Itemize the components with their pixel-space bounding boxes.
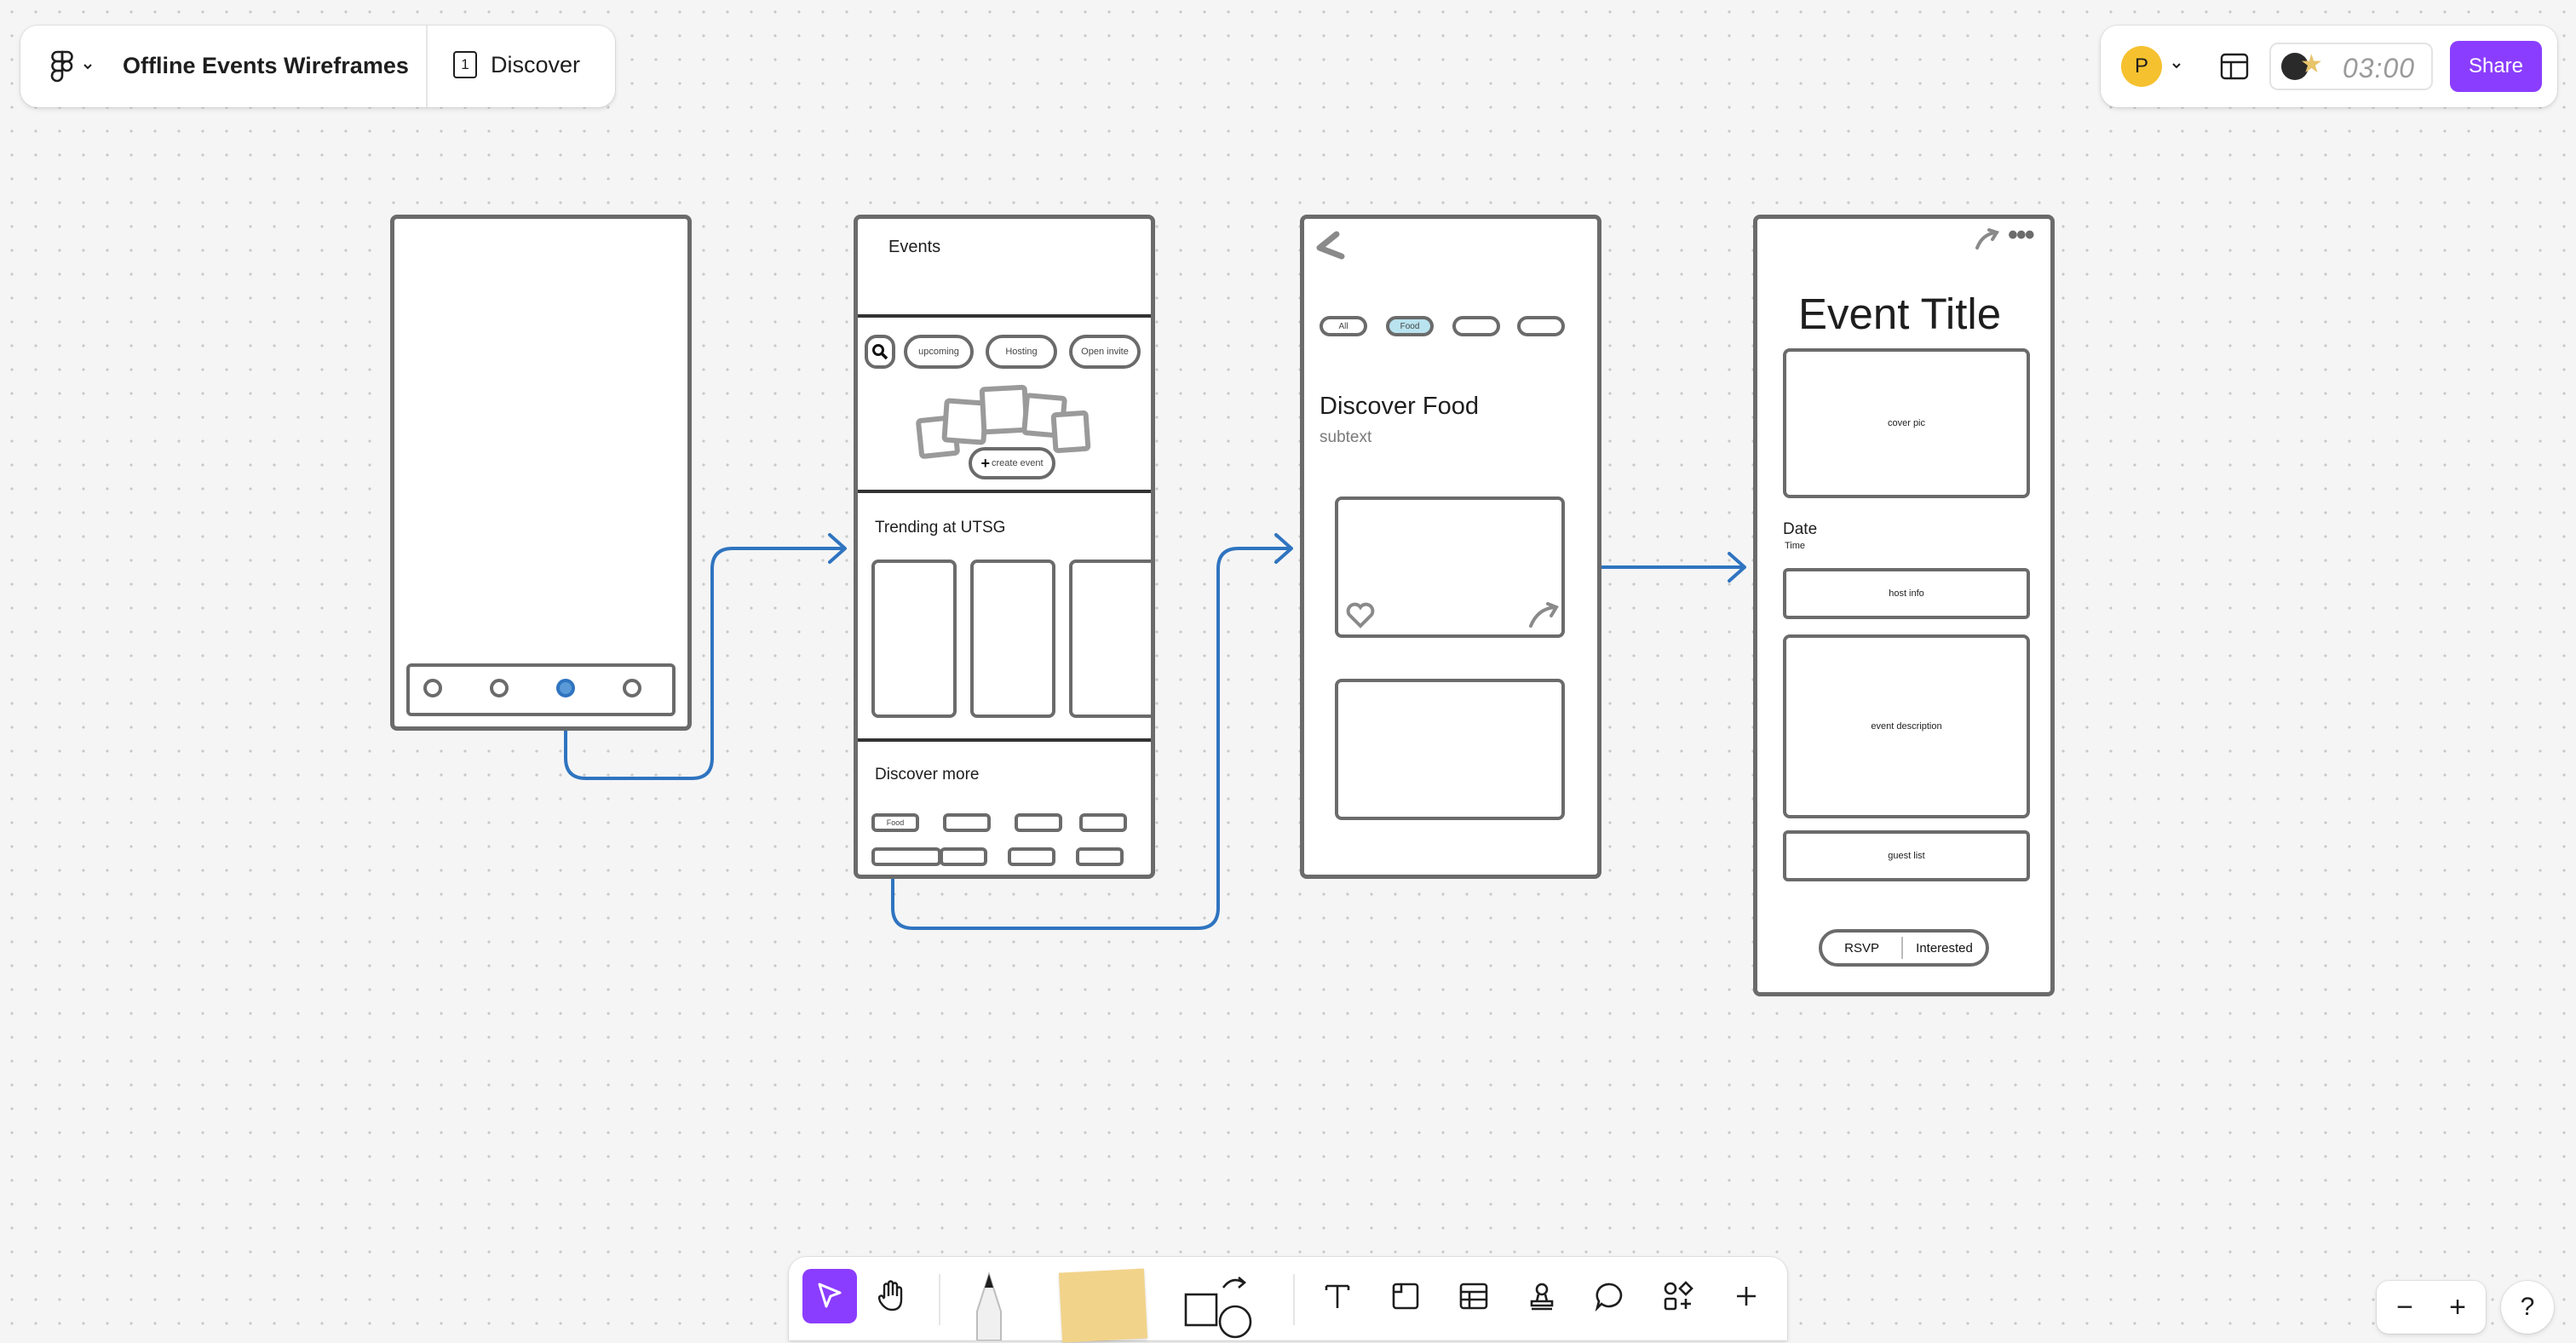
zoom-in-button[interactable]: + (2435, 1286, 2481, 1329)
chip-hosting: Hosting (986, 335, 1057, 369)
food-card (1335, 496, 1565, 638)
table-tool-button[interactable] (1446, 1269, 1501, 1323)
category-chip (1008, 847, 1055, 866)
category-chip (943, 813, 991, 832)
section-icon (1391, 1282, 1420, 1311)
divider (858, 314, 1155, 318)
stamp-icon (1527, 1281, 1557, 1311)
discover-more-title: Discover more (875, 766, 979, 784)
hand-tool-button[interactable] (864, 1269, 918, 1323)
category-chip (1015, 813, 1062, 832)
shape-tool-button[interactable] (1177, 1269, 1254, 1340)
discover-food-title: Discover Food (1320, 393, 1479, 421)
zoom-controls: − + (2377, 1281, 2486, 1334)
category-chip (1079, 813, 1127, 832)
event-detail-frame[interactable]: ••• Event Title cover pic Date Time host… (1753, 215, 2055, 996)
discover-food-frame[interactable]: All Food Discover Food subtext (1300, 215, 1601, 879)
back-arrow-icon (1311, 229, 1345, 267)
divider (858, 490, 1155, 493)
toolbar-divider (939, 1274, 940, 1325)
cover-pic: cover pic (1783, 348, 2030, 498)
trending-title: Trending at UTSG (875, 519, 1005, 537)
bottom-nav (406, 663, 676, 716)
cursor-icon (814, 1281, 845, 1311)
nav-dot (423, 679, 442, 697)
category-chip (1076, 847, 1124, 866)
text-tool-button[interactable] (1310, 1269, 1365, 1323)
category-chip (940, 847, 987, 866)
chip-food-selected: Food (1386, 316, 1434, 336)
trending-card (970, 560, 1055, 718)
pen-tool-button[interactable] (959, 1269, 1019, 1340)
stamp-tool-button[interactable] (1515, 1269, 1569, 1323)
share-arrow-icon (1974, 227, 2001, 251)
interested-button: Interested (1903, 941, 1986, 956)
hand-icon (875, 1279, 907, 1313)
nav-dot (490, 679, 509, 697)
sticky-note-tool-button[interactable] (1056, 1271, 1150, 1340)
events-frame[interactable]: Events upcoming Hosting Open invite +cre… (854, 215, 1155, 879)
nav-dot-selected (556, 679, 575, 697)
rsvp-interested-group: RSVP Interested (1819, 929, 1989, 967)
chip-upcoming: upcoming (904, 335, 974, 369)
create-event-label: create event (992, 458, 1044, 468)
guest-list: guest list (1783, 830, 2030, 881)
toolbar-divider (1293, 1274, 1295, 1325)
sticky-note-icon (1059, 1268, 1147, 1342)
chip (1452, 316, 1500, 336)
category-chip (871, 847, 941, 866)
host-info: host info (1783, 568, 2030, 619)
help-button[interactable]: ? (2501, 1281, 2554, 1334)
chip-open-invite: Open invite (1069, 335, 1141, 369)
chip (1517, 316, 1565, 336)
more-tool-button[interactable] (1719, 1269, 1774, 1323)
zoom-out-button[interactable]: − (2382, 1286, 2428, 1329)
create-event-button: +create event (969, 447, 1055, 479)
widgets-tool-button[interactable] (1651, 1269, 1705, 1323)
shapes-icon (1177, 1269, 1254, 1340)
discover-food-subtitle: subtext (1320, 428, 1371, 447)
move-tool-button[interactable] (802, 1269, 857, 1323)
food-chip: Food (871, 813, 919, 832)
search-icon (865, 335, 895, 369)
home-frame[interactable] (390, 215, 692, 731)
food-card (1335, 679, 1565, 820)
rsvp-button: RSVP (1822, 941, 1901, 956)
trending-card (871, 560, 957, 718)
chip-all: All (1320, 316, 1367, 336)
date-label: Date (1783, 520, 1817, 539)
heart-icon (1345, 600, 1376, 629)
divider (858, 738, 1155, 742)
plus-icon: + (980, 455, 990, 473)
comment-tool-button[interactable] (1583, 1269, 1637, 1323)
pen-icon (965, 1269, 1013, 1340)
share-arrow-icon (1527, 600, 1561, 629)
event-description: event description (1783, 634, 2030, 818)
event-title: Event Title (1798, 289, 2001, 339)
widgets-icon (1662, 1280, 1694, 1312)
section-tool-button[interactable] (1378, 1269, 1433, 1323)
plus-icon (1734, 1283, 1759, 1309)
comment-icon (1595, 1281, 1625, 1311)
bottom-toolbar (789, 1257, 1787, 1340)
trending-card (1069, 560, 1155, 718)
text-icon (1322, 1281, 1353, 1311)
more-options-icon: ••• (2008, 219, 2033, 252)
nav-dot (623, 679, 641, 697)
table-icon (1458, 1282, 1489, 1311)
time-label: Time (1785, 541, 1805, 551)
events-title: Events (888, 238, 940, 257)
